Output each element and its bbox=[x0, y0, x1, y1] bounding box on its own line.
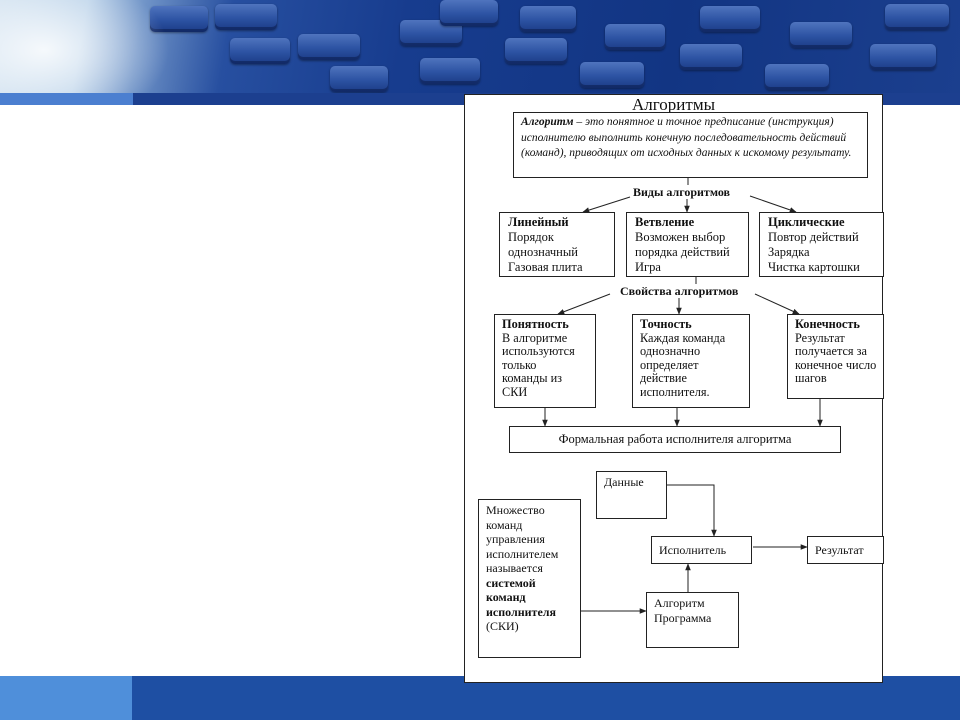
ski-tail: (СКИ) bbox=[486, 619, 519, 633]
program-line: Программа bbox=[654, 611, 712, 625]
keyboard-key bbox=[605, 24, 665, 50]
property-box-precision: Точность Каждая команда однозначно опред… bbox=[632, 314, 750, 408]
keyboard-key bbox=[765, 64, 829, 90]
keyboard-key bbox=[215, 4, 277, 30]
property-line: только bbox=[502, 357, 537, 372]
ski-bold-line: исполнителя bbox=[486, 604, 557, 619]
keyboard-key bbox=[230, 38, 290, 64]
kind-line: однозначный bbox=[508, 245, 578, 259]
definition-term: Алгоритм bbox=[521, 116, 574, 128]
property-line: Каждая команда bbox=[640, 330, 726, 345]
banner-glare bbox=[0, 0, 170, 93]
ski-bold-line: системой bbox=[486, 575, 536, 590]
footer-accent bbox=[0, 676, 132, 720]
ski-line: команд bbox=[486, 517, 523, 532]
property-line: В алгоритме bbox=[502, 330, 568, 345]
property-title: Конечность bbox=[795, 317, 860, 331]
property-line: конечное число bbox=[795, 357, 877, 372]
kind-title: Циклические bbox=[768, 215, 845, 229]
keyboard-key bbox=[298, 34, 360, 60]
keyboard-key bbox=[680, 44, 742, 70]
kind-line: Порядок bbox=[508, 230, 554, 244]
executor-box: Исполнитель bbox=[651, 536, 752, 564]
property-box-clarity: Понятность В алгоритме используются толь… bbox=[494, 314, 596, 408]
keyboard-key bbox=[440, 0, 498, 26]
kind-box-linear: Линейный Порядок однозначный Газовая пли… bbox=[499, 212, 615, 277]
keyboard-key bbox=[580, 62, 644, 88]
property-line: команды из bbox=[502, 371, 563, 385]
kinds-label: Виды алгоритмов bbox=[631, 185, 733, 199]
definition-text: – это понятное и точное предписание (инс… bbox=[521, 116, 852, 159]
kind-line: Повтор действий bbox=[768, 230, 859, 244]
property-title: Понятность bbox=[502, 317, 569, 331]
keyboard-key bbox=[885, 4, 949, 30]
keyboard-key bbox=[790, 22, 852, 48]
ski-box: Множество команд управления исполнителем… bbox=[478, 499, 581, 658]
property-line: используются bbox=[502, 344, 575, 358]
keyboard-key bbox=[520, 6, 576, 32]
property-box-finiteness: Конечность Результат получается за конеч… bbox=[787, 314, 884, 399]
kind-title: Линейный bbox=[508, 215, 569, 229]
algorithm-line: Алгоритм bbox=[654, 596, 705, 610]
property-line: Результат bbox=[795, 330, 845, 345]
data-box: Данные bbox=[596, 471, 667, 519]
property-line: определяет bbox=[640, 357, 699, 372]
ski-line: называется bbox=[486, 561, 543, 575]
ski-line: Множество bbox=[486, 503, 545, 517]
algorithm-definition: Алгоритм – это понятное и точное предпис… bbox=[513, 112, 868, 178]
keyboard-key bbox=[870, 44, 936, 70]
kind-line: Возможен выбор bbox=[635, 230, 726, 244]
keyboard-key bbox=[505, 38, 567, 64]
kind-line: Чистка картошки bbox=[768, 260, 860, 274]
ski-line: управления bbox=[486, 532, 545, 546]
kind-box-cyclic: Циклические Повтор действий Зарядка Чист… bbox=[759, 212, 884, 277]
properties-label: Свойства алгоритмов bbox=[618, 284, 741, 298]
algorithm-program-box: Алгоритм Программа bbox=[646, 592, 739, 648]
header-banner bbox=[0, 0, 960, 93]
kind-line: порядка действий bbox=[635, 245, 730, 259]
algorithms-diagram: Алгоритмы Алгоритм – это понятное и точн… bbox=[464, 94, 884, 683]
diagram-title: Алгоритмы bbox=[631, 95, 716, 114]
property-line: исполнителя. bbox=[640, 384, 710, 399]
diagram-arrows bbox=[542, 178, 823, 614]
ski-line: исполнителем bbox=[486, 546, 559, 561]
kind-line: Газовая плита bbox=[508, 260, 583, 274]
property-line: получается за bbox=[795, 344, 867, 358]
kind-line: Зарядка bbox=[768, 245, 810, 259]
footer-bar bbox=[0, 676, 960, 720]
ski-bold-line: команд bbox=[486, 590, 526, 604]
keyboard-key bbox=[700, 6, 760, 32]
property-line: СКИ bbox=[502, 384, 528, 399]
property-line: действие bbox=[640, 371, 687, 385]
keyboard-key bbox=[420, 58, 480, 84]
kind-title: Ветвление bbox=[635, 215, 695, 229]
result-box: Результат bbox=[807, 536, 884, 564]
kind-line: Игра bbox=[635, 260, 661, 274]
property-title: Точность bbox=[640, 317, 692, 331]
kind-box-branching: Ветвление Возможен выбор порядка действи… bbox=[626, 212, 749, 277]
formal-work-box: Формальная работа исполнителя алгоритма bbox=[509, 426, 841, 453]
keyboard-key bbox=[330, 66, 388, 92]
property-line: однозначно bbox=[640, 344, 701, 358]
header-stripe-accent bbox=[0, 93, 133, 105]
property-line: шагов bbox=[795, 371, 827, 385]
